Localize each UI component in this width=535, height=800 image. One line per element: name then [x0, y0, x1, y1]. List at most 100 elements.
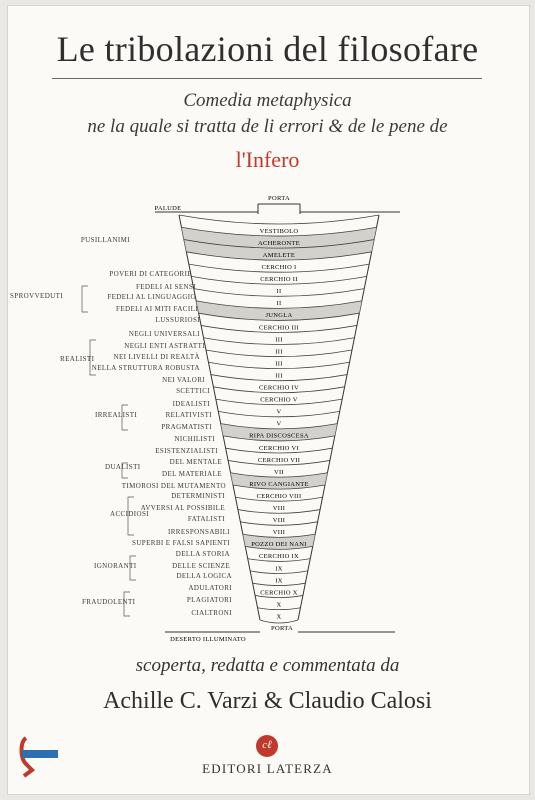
sinner-label: LUSSURIOSI: [155, 316, 200, 324]
book-cover: [8, 6, 529, 794]
ring-arc: [213, 386, 345, 394]
ring-label: V: [277, 421, 282, 428]
top-gate: [155, 203, 400, 214]
sinner-label: DEL MENTALE: [169, 458, 222, 466]
group-bracket: [121, 404, 128, 431]
ring-arc: [193, 288, 365, 297]
ring-arc: [235, 496, 323, 502]
ring-label: POZZO DEI NANI: [251, 541, 306, 548]
ring-label: II: [277, 300, 282, 307]
ring-label: CERCHIO X: [260, 589, 298, 596]
ring-arc: [181, 226, 377, 237]
ring-label: II: [277, 288, 282, 295]
ring-label: CERCHIO I: [261, 264, 296, 271]
publisher-logo-text: cℓ: [262, 739, 272, 751]
subtitle-line-2: ne la quale si tratta de li errori & de …: [87, 116, 448, 137]
title-rule: [52, 78, 482, 79]
sinner-label: FEDELI AI MITI FACILI: [116, 305, 198, 313]
ring-arc: [210, 374, 348, 382]
sinner-label: FEDELI AI SENSI: [135, 283, 196, 291]
group-bracket: [123, 591, 130, 617]
ring-label: III: [275, 372, 282, 379]
sinner-label: IDEALISTI: [172, 400, 210, 408]
ring-arc: [191, 275, 367, 285]
publisher-logo: cℓ: [256, 735, 278, 757]
sinner-label: FATALISTI: [187, 515, 225, 523]
palude-label: PALUDE: [155, 205, 182, 212]
ring-label: VIII: [273, 517, 285, 524]
ring-arc: [228, 460, 330, 466]
ring-label: AMELETE: [263, 252, 295, 259]
group-label: FRAUDOLENTI: [82, 598, 136, 606]
group-bracket: [121, 462, 128, 479]
ring-arc: [252, 582, 306, 586]
group-label: ACCIDIOSI: [110, 510, 149, 518]
sinner-label: IRRESPONSABILI: [168, 528, 230, 536]
ring-arc: [223, 435, 335, 442]
ring-arc: [232, 484, 326, 490]
ring-arc: [198, 312, 360, 321]
ring-arc: [208, 361, 350, 370]
ring-arc: [218, 410, 340, 418]
ring-label: RIVO CANGIANTE: [249, 481, 309, 488]
ring-label: VII: [274, 469, 284, 476]
group-bracket: [81, 285, 88, 313]
sinner-label: DETERMINISTI: [171, 492, 225, 500]
ring-label: CERCHIO IX: [259, 553, 299, 560]
ring-arc: [240, 521, 318, 526]
sinner-label: AVVERSI AL POSSIBILE: [140, 504, 225, 512]
sinner-label: NEI VALORI: [162, 376, 205, 384]
publisher-name: EDITORI LATERZA: [202, 761, 333, 776]
ring-arc: [225, 447, 333, 454]
group-label: IGNORANTI: [94, 562, 137, 570]
credit-line: scoperta, redatta e commentata da: [135, 655, 400, 676]
group-bracket: [127, 496, 134, 536]
brackets-layer: [81, 285, 136, 617]
ring-label: VIII: [273, 505, 285, 512]
ring-arc: [242, 533, 316, 538]
ring-arc: [220, 423, 338, 430]
ring-arc: [215, 398, 343, 406]
sinner-label: DELLA STORIA: [175, 550, 230, 558]
sinner-label: ESISTENZIALISTI: [155, 447, 218, 455]
sinner-label: POVERI DI CATEGORIE: [109, 270, 192, 278]
ring-arc: [183, 239, 375, 249]
sinner-label: NEI LIVELLI DI REALTÀ: [113, 353, 200, 361]
ring-label: CERCHIO II: [260, 276, 297, 283]
book-title: Le tribolazioni del filosofare: [56, 29, 479, 69]
group-label: IRREALISTI: [95, 411, 138, 419]
ring-label: CERCHIO III: [259, 324, 299, 331]
ring-label: CERCHIO VI: [259, 445, 299, 452]
ring-label: III: [275, 348, 282, 355]
ring-label: V: [277, 409, 282, 416]
ring-arc: [259, 619, 299, 624]
subtitle-infero: l'Infero: [235, 147, 300, 172]
ring-arc: [188, 263, 370, 273]
sinner-label: DELLA LOGICA: [176, 572, 232, 580]
ring-arc: [247, 558, 311, 562]
authors: Achille C. Varzi & Claudio Calosi: [103, 688, 432, 714]
sinner-label: PUSILLANIMI: [80, 236, 130, 244]
ring-label: CERCHIO IV: [259, 385, 299, 392]
ring-label: VESTIBOLO: [260, 228, 299, 235]
ring-label: X: [277, 613, 282, 620]
campedel-stamp: [19, 736, 58, 778]
ring-arc: [205, 349, 353, 357]
ring-label: III: [275, 336, 282, 343]
ring-label: CERCHIO VII: [258, 457, 300, 464]
sinner-label: NEGLI UNIVERSALI: [128, 330, 200, 338]
sinner-label: SCETTICI: [176, 387, 210, 395]
sinner-label: CIALTRONI: [191, 609, 232, 617]
ring-band: [230, 472, 328, 490]
ring-band: [183, 239, 375, 261]
ring-arc: [257, 607, 301, 611]
deserto-label: DESERTO ILLUMINATO: [170, 636, 246, 643]
ring-label: III: [275, 360, 282, 367]
group-bracket: [89, 339, 96, 376]
ring-arc: [178, 214, 380, 225]
ring-arc: [203, 337, 355, 345]
group-label: SPROVVEDUTI: [10, 292, 64, 300]
sinner-label: FEDELI AL LINGUAGGIO: [107, 293, 196, 301]
